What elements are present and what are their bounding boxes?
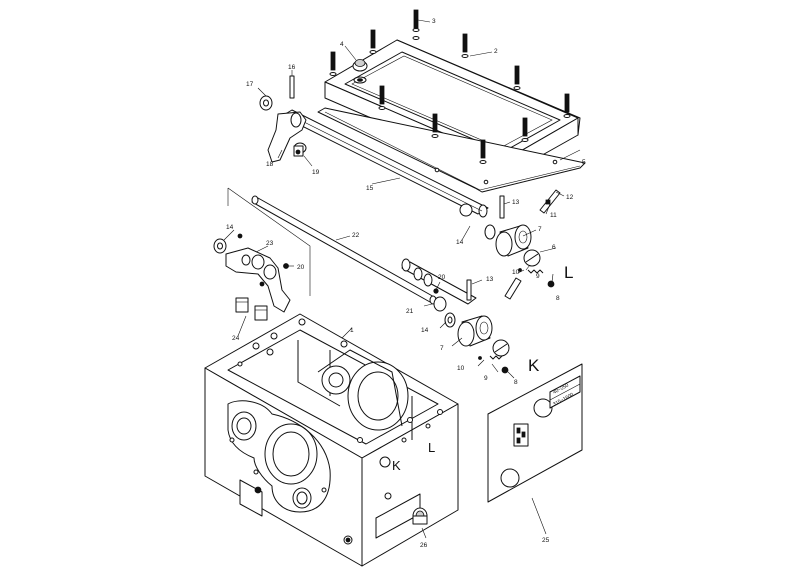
- label-13b: 13: [486, 276, 494, 283]
- label-9a: 9: [536, 273, 540, 280]
- lower-selector-drum: [457, 315, 493, 347]
- upper-selector-drum: [495, 224, 532, 257]
- label-23: 23: [266, 240, 274, 247]
- left-fork-23: [225, 247, 291, 313]
- gasket: [317, 107, 586, 193]
- cover-bolts: [329, 9, 571, 164]
- lower-pin-13: [466, 279, 472, 301]
- dashed-frame: [227, 187, 311, 296]
- long-shaft-22: [251, 195, 437, 305]
- gearbox-housing: [204, 313, 459, 567]
- drain-plug-26: [412, 507, 428, 525]
- leader-lines: [223, 19, 581, 539]
- label-16: 16: [288, 64, 296, 71]
- label-8a: 8: [556, 295, 560, 302]
- upper-collar: [459, 203, 496, 240]
- lower-shaft-21: [401, 258, 477, 312]
- label-8b: 8: [514, 379, 518, 386]
- label-4: 4: [340, 41, 344, 48]
- label-14a: 14: [456, 239, 464, 246]
- label-22: 22: [352, 232, 360, 239]
- label-10b: 10: [457, 365, 465, 372]
- lower-spring-9: [478, 355, 503, 360]
- label-7b: 7: [440, 345, 444, 352]
- label-18: 18: [266, 161, 274, 168]
- lower-pin-12: [504, 277, 522, 300]
- label-9b: 9: [484, 375, 488, 382]
- upper-pin-13: [499, 195, 505, 219]
- label-12: 12: [566, 194, 574, 201]
- callout-L-top: L: [564, 263, 573, 282]
- left-washer-14: [213, 238, 227, 254]
- label-26: 26: [420, 542, 428, 549]
- upper-spring-9: [518, 268, 544, 274]
- upper-detent-plate: [523, 249, 541, 267]
- label-3: 3: [432, 18, 436, 25]
- upper-ball-8: [547, 280, 555, 288]
- label-15: 15: [366, 185, 374, 192]
- lower-washer-14: [444, 312, 456, 328]
- callout-L-housing: L: [428, 440, 435, 455]
- callout-K-mid: K: [528, 356, 540, 375]
- label-11: 11: [550, 212, 557, 219]
- label-10a: 10: [512, 269, 520, 276]
- callout-letters: L K K L: [392, 263, 573, 473]
- side-plate: [487, 363, 583, 503]
- callout-K-housing: K: [392, 458, 401, 473]
- upper-shift-shaft: [281, 109, 489, 218]
- upper-pin-16: [289, 75, 295, 99]
- screw-20-lower: [433, 288, 439, 294]
- label-19: 19: [312, 169, 320, 176]
- upper-washer-17: [259, 95, 273, 111]
- label-17: 17: [246, 81, 254, 88]
- label-25: 25: [542, 537, 550, 544]
- label-7a: 7: [538, 226, 542, 233]
- shoe-blocks-24: [235, 297, 268, 321]
- label-13a: 13: [512, 199, 520, 206]
- upper-shift-fork: [267, 111, 307, 163]
- upper-pin-11: [545, 199, 551, 205]
- label-2: 2: [494, 48, 498, 55]
- label-24: 24: [232, 335, 240, 342]
- lower-ball-8: [501, 366, 509, 374]
- label-20b: 20: [438, 274, 446, 281]
- part-number-labels: 3 2 4 5 12 11 13 7 6 10 9 8 14 15 16 17 …: [226, 18, 586, 549]
- label-6: 6: [552, 244, 556, 251]
- label-1: 1: [350, 327, 354, 334]
- oil-sight-glass: [352, 59, 368, 84]
- label-5: 5: [582, 159, 586, 166]
- label-14b: 14: [226, 224, 234, 231]
- lower-detent-plate: [492, 339, 510, 357]
- label-14c: 14: [421, 327, 429, 334]
- label-20a: 20: [297, 264, 305, 271]
- label-21: 21: [406, 308, 414, 315]
